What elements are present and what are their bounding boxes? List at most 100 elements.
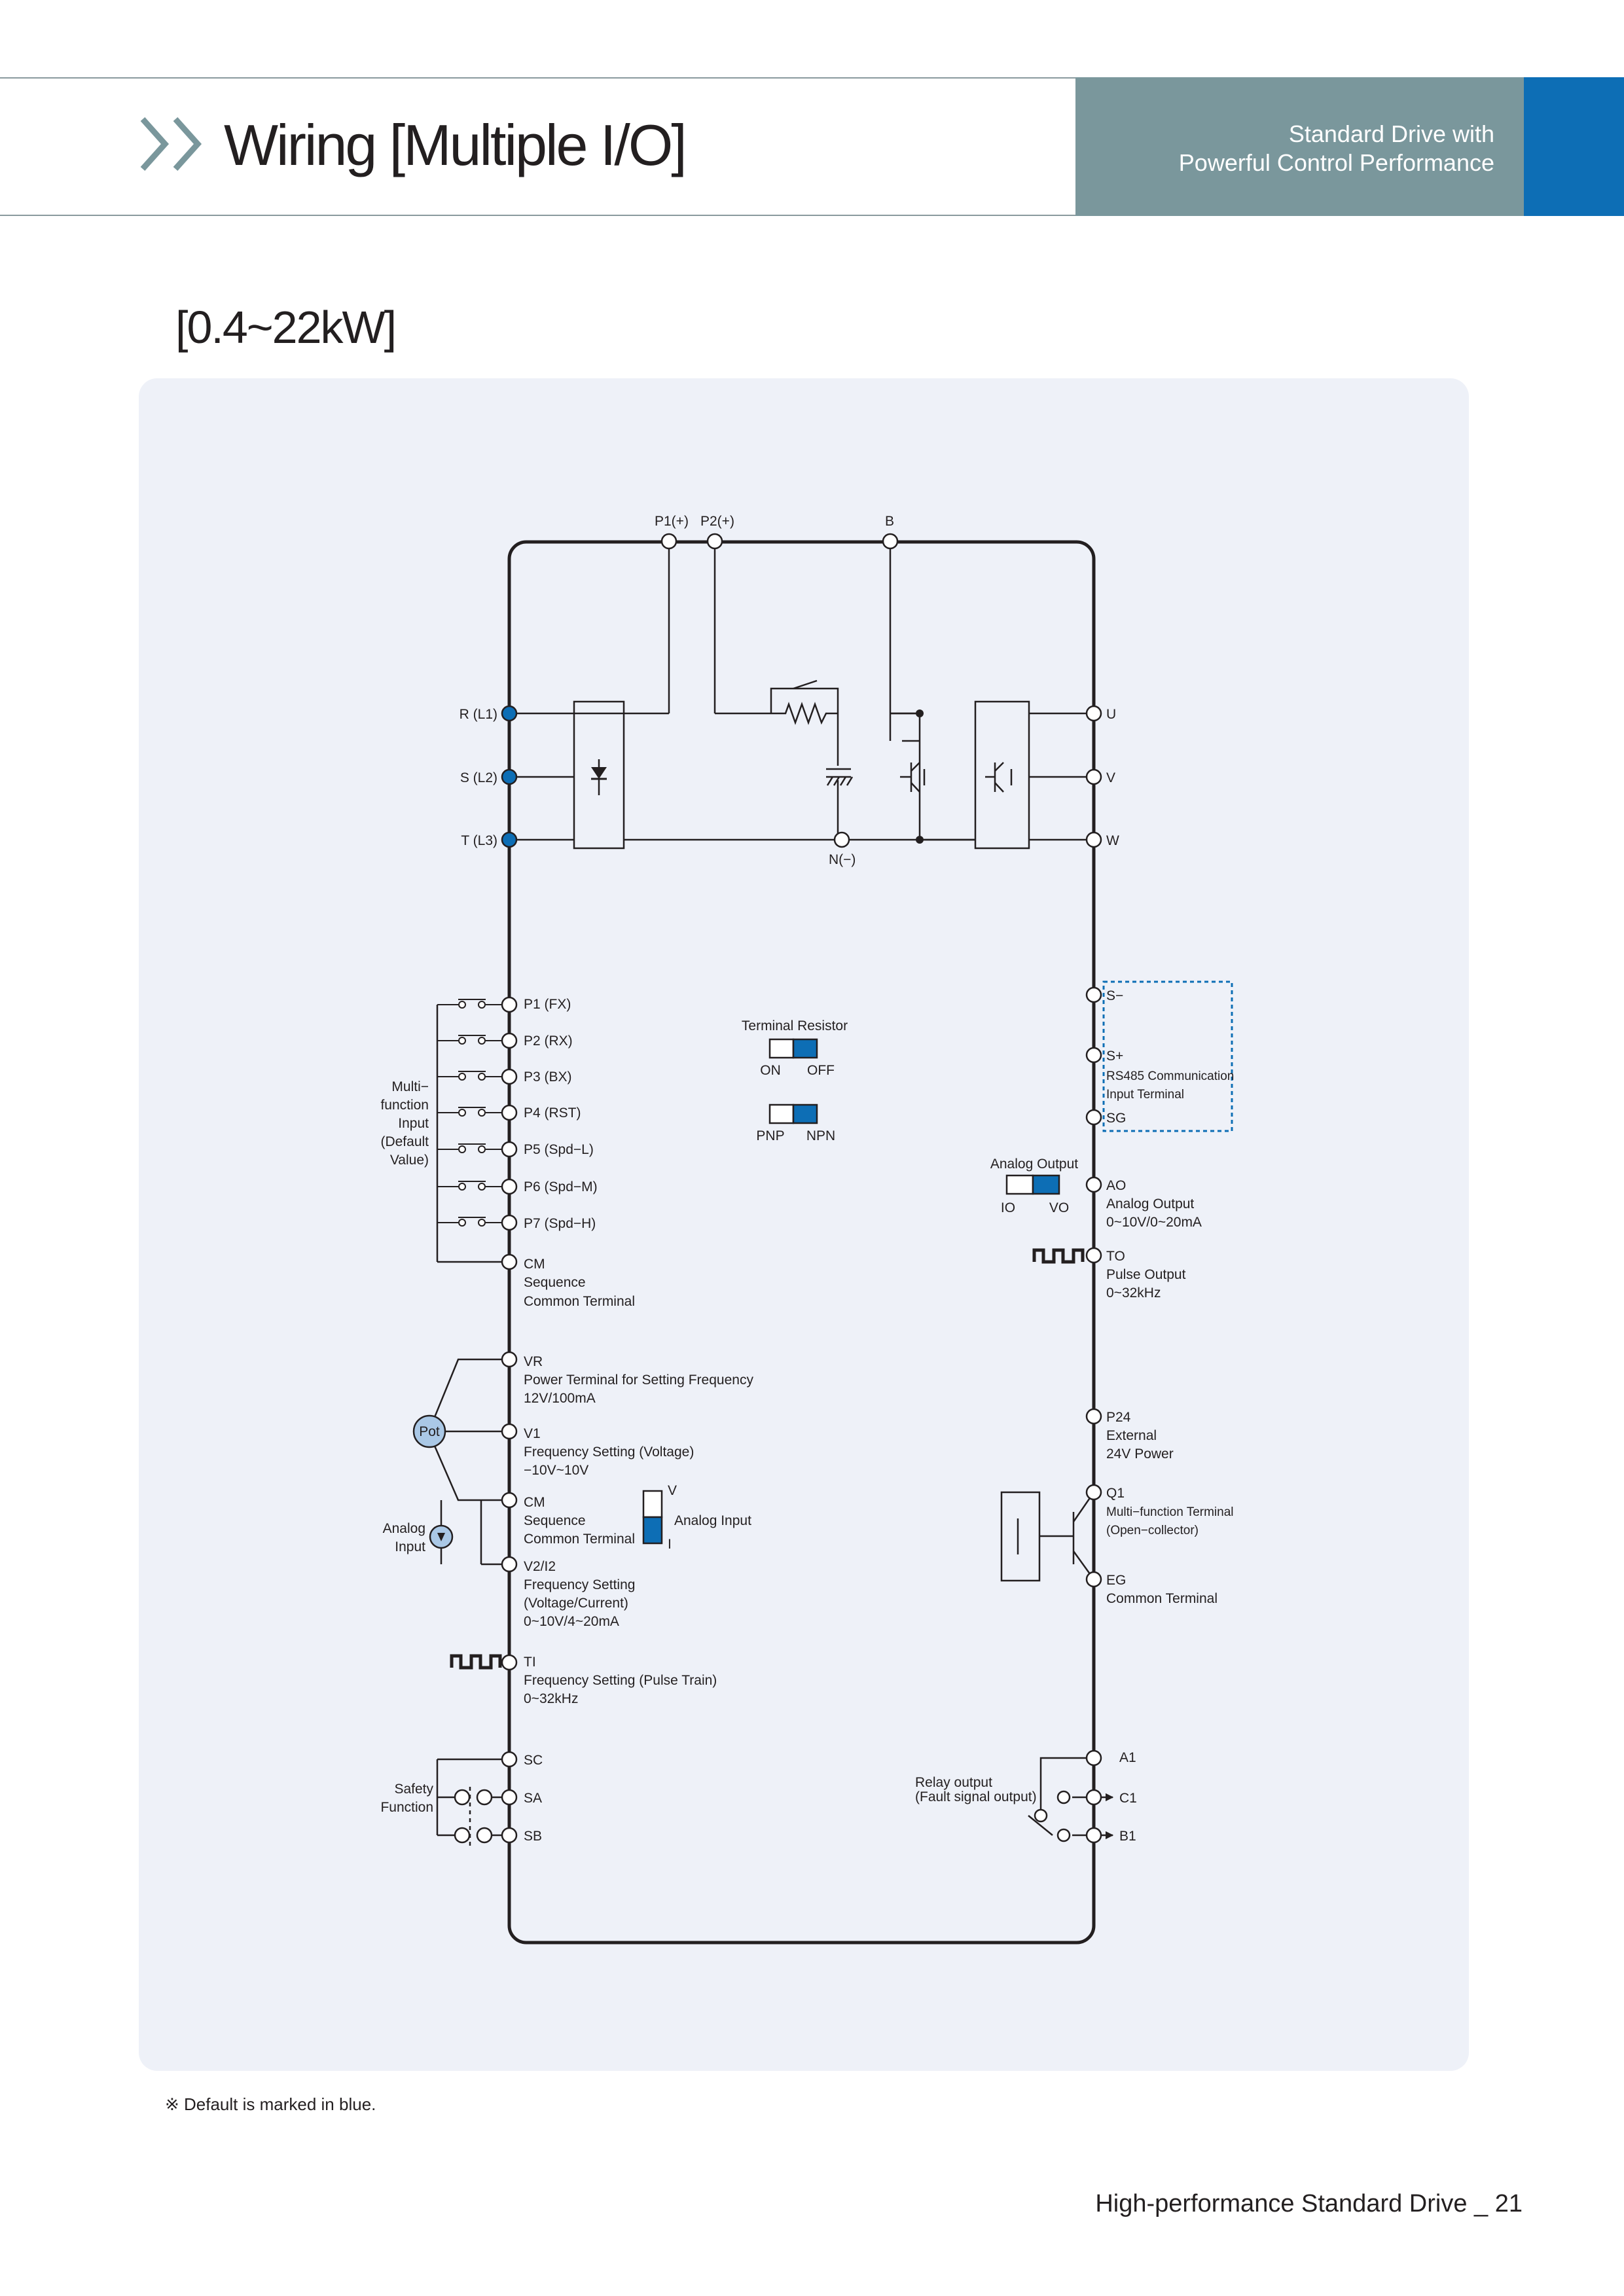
terminal-v [1085,768,1102,785]
ti-line-0: TI [524,1655,536,1670]
terminal-sb [501,1827,518,1844]
junction-dot-1 [916,836,924,844]
input-switch-5 [437,1181,502,1191]
to-line-0: TO [1106,1249,1125,1264]
relay-c1: C1 [1119,1791,1137,1806]
relay-contact-2 [1034,1808,1048,1823]
terminal-sc [501,1751,518,1768]
safety-label-0: Safety [394,1782,433,1797]
terminal-resistor-off: OFF [807,1063,835,1078]
vr-line-0: VR [524,1354,543,1369]
terminal-to [1085,1247,1102,1264]
analog-output-vo: VO [1049,1200,1069,1215]
terminal-label-n: N(−) [829,852,856,867]
input-switch-6 [437,1217,502,1227]
relay-contact-0 [1056,1790,1071,1804]
input-switch-3 [437,1107,502,1117]
digital-input-switches [437,999,502,1227]
q1-line-1: Multi−function Terminal [1106,1505,1234,1519]
pot-label: Pot [419,1424,440,1439]
terminal-label-p1: P1(+) [655,514,689,529]
safety-contact-3 [476,1827,493,1844]
terminal-p24 [1085,1408,1102,1425]
eg-line-1: Common Terminal [1106,1591,1218,1606]
diagram-panel [139,378,1469,2071]
relay-a1: A1 [1119,1750,1136,1765]
terminal-s-minus [1085,986,1102,1003]
npn-label: NPN [806,1128,835,1143]
tagline-line-2: Powerful Control Performance [1178,149,1494,176]
safety-label-1: Function [380,1800,433,1815]
input-label-p1: P1 (FX) [524,997,571,1012]
p24-line-0: P24 [1106,1410,1131,1425]
mf-input-label-0: Multi− [391,1079,429,1094]
to-line-1: Pulse Output [1106,1267,1186,1282]
double-chevron-icon [140,117,202,171]
terminal-resistor-label: Terminal Resistor [742,1018,848,1033]
terminal-sg [1085,1109,1102,1126]
terminal-label-w: W [1106,833,1119,848]
terminal-s [501,768,518,785]
terminal-label-p2: P2(+) [700,514,734,529]
input-switch-4 [437,1143,502,1153]
v2-line-3: 0~10V/4~20mA [524,1614,619,1629]
terminal-ao [1085,1176,1102,1193]
footnote: ※ Default is marked in blue. [165,2094,376,2114]
v2-line-1: Frequency Setting [524,1577,635,1592]
terminal-a1 [1085,1749,1102,1767]
relay-label-0: Relay output [915,1775,992,1790]
potentiometer-icon [412,1414,446,1448]
header-bottom-rule [0,215,1077,216]
analog-input-left-0: Analog [383,1521,425,1536]
terminal-p5 [501,1141,518,1158]
v1-line-2: −10V~10V [524,1463,588,1478]
terminal-p1 [660,533,677,550]
mf-input-label-4: Value) [390,1153,429,1168]
terminal-label-v: V [1106,770,1115,785]
terminal-p1-fx [501,996,518,1013]
terminal-label-s: S (L2) [460,770,497,785]
terminal-resistor-on: ON [760,1063,781,1078]
mf-input-label-1: function [380,1098,429,1113]
rs485-desc-0: RS485 Communication [1106,1069,1234,1083]
input-label-p6: P6 (Spd−M) [524,1179,598,1194]
header-top-rule [0,77,1077,79]
terminal-p2 [706,533,723,550]
ao-line-0: AO [1106,1178,1126,1193]
v2-line-2: (Voltage/Current) [524,1596,628,1611]
ti-line-1: Frequency Setting (Pulse Train) [524,1673,717,1688]
relay-contact-1 [1056,1828,1071,1842]
terminal-r [501,705,518,722]
terminal-c1 [1085,1789,1102,1806]
junction-dot-0 [916,709,924,717]
terminals [454,533,1102,1844]
terminal-u [1085,705,1102,722]
pulse-output-symbol [1032,1248,1085,1264]
terminal-n [833,831,850,848]
input-label-p2: P2 (RX) [524,1033,573,1049]
cm2-line-0: CM [524,1495,545,1510]
cm1-line-2: Common Terminal [524,1294,635,1309]
rs485-s-plus: S+ [1106,1049,1123,1064]
p24-line-2: 24V Power [1106,1446,1174,1462]
optocoupler-block [1000,1491,1041,1582]
safety-contact-0 [454,1789,471,1806]
safety-sb: SB [524,1829,542,1844]
analog-input-switch-label: Analog Input [674,1513,751,1528]
drive-enclosure [507,540,1096,1945]
tagline-box: Standard Drive with Powerful Control Per… [1075,77,1524,216]
terminal-p7 [501,1214,518,1231]
relay-label-1: (Fault signal output) [915,1789,1037,1804]
pulse-input-symbol [450,1654,502,1670]
terminal-label-r: R (L1) [460,707,497,722]
vr-line-1: Power Terminal for Setting Frequency [524,1372,753,1388]
switch-graphics [642,1038,1060,1545]
terminal-p6 [501,1178,518,1195]
terminal-p2-rx [501,1032,518,1049]
ao-line-2: 0~10V/0~20mA [1106,1215,1202,1230]
terminal-ti [501,1654,518,1671]
inverter-block [974,700,1030,850]
safety-sc: SC [524,1753,543,1768]
section-title: [0.4~22kW] [175,302,397,353]
